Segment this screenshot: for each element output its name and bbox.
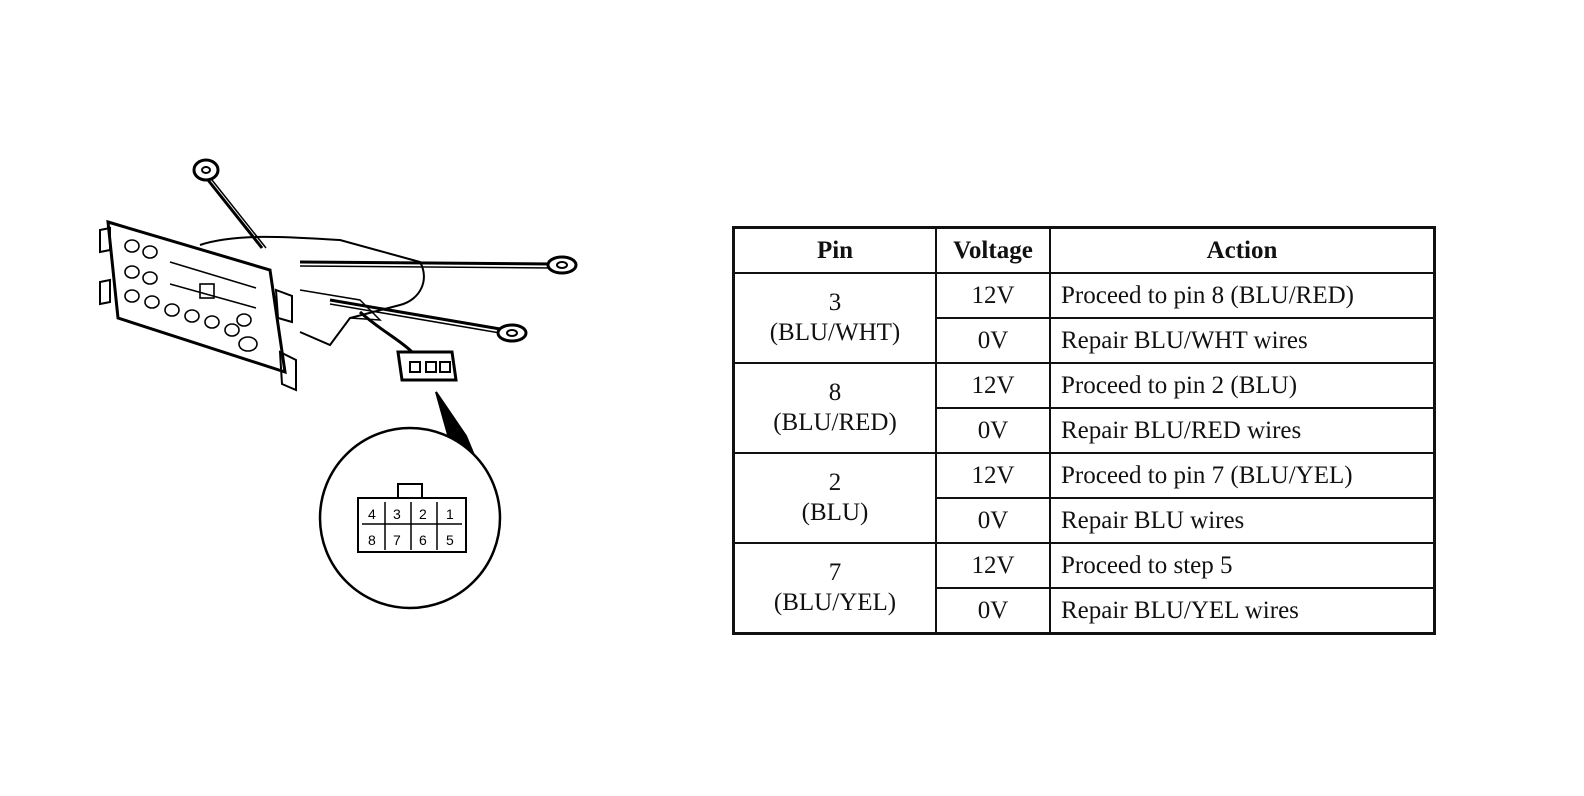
header-action: Action [1049, 226, 1436, 274]
pin-cell: 7 (BLU/YEL) [732, 542, 937, 635]
table-header-row: Pin Voltage Action [732, 226, 1436, 274]
action-cell: Repair BLU/RED wires [1049, 407, 1436, 454]
voltage-cell: 0V [935, 317, 1051, 364]
action-cell: Proceed to step 5 [1049, 542, 1436, 589]
pin-wire-color: (BLU) [801, 499, 869, 526]
voltage-cell: 12V [935, 362, 1051, 409]
table-row: 0V Repair BLU/WHT wires [734, 317, 1436, 364]
pin-wire-color: (BLU/WHT) [769, 319, 901, 346]
pin-cell: 2 (BLU) [732, 452, 937, 544]
header-pin: Pin [732, 226, 937, 274]
voltage-cell: 0V [935, 497, 1051, 544]
table-row: 0V Repair BLU wires [734, 497, 1436, 544]
diagnostic-table: Pin Voltage Action 3 (BLU/WHT) 12V Proce… [732, 226, 1436, 635]
control-unit-illustration: 4 3 2 1 8 7 6 5 [99, 158, 578, 610]
pin-number: 7 [828, 559, 842, 586]
action-cell: Proceed to pin 8 (BLU/RED) [1049, 272, 1436, 319]
pin-label-2: 2 [419, 506, 427, 522]
pin-label-5: 5 [446, 532, 454, 548]
table-row: 3 (BLU/WHT) 12V Proceed to pin 8 (BLU/RE… [732, 272, 1436, 364]
control-panel-assembly [99, 158, 578, 392]
pin-label-8: 8 [368, 532, 376, 548]
pin-number: 8 [828, 379, 842, 406]
pin-cell: 3 (BLU/WHT) [732, 272, 937, 364]
action-cell: Proceed to pin 7 (BLU/YEL) [1049, 452, 1436, 499]
action-cell: Proceed to pin 2 (BLU) [1049, 362, 1436, 409]
pin-number: 3 [828, 289, 842, 316]
pin-wire-color: (BLU/YEL) [773, 589, 897, 616]
pin-label-4: 4 [368, 506, 376, 522]
header-voltage: Voltage [935, 226, 1051, 274]
voltage-cell: 12V [935, 272, 1051, 319]
action-cell: Repair BLU/YEL wires [1049, 587, 1436, 635]
action-cell: Repair BLU wires [1049, 497, 1436, 544]
pin-wire-color: (BLU/RED) [773, 409, 897, 436]
pin-cell: 8 (BLU/RED) [732, 362, 937, 454]
pin-label-1: 1 [446, 506, 454, 522]
voltage-cell: 12V [935, 542, 1051, 589]
pin-label-6: 6 [419, 532, 427, 548]
action-cell: Repair BLU/WHT wires [1049, 317, 1436, 364]
table-row: 0V Repair BLU/RED wires [734, 407, 1436, 454]
voltage-cell: 12V [935, 452, 1051, 499]
table-row: 2 (BLU) 12V Proceed to pin 7 (BLU/YEL) [732, 452, 1436, 544]
pin-number: 2 [828, 469, 842, 496]
voltage-cell: 0V [935, 587, 1051, 635]
table-row: 7 (BLU/YEL) 12V Proceed to step 5 [732, 542, 1436, 635]
connector-pinout [357, 483, 467, 553]
table-row: 0V Repair BLU/YEL wires [734, 587, 1436, 635]
voltage-cell: 0V [935, 407, 1051, 454]
pin-label-7: 7 [393, 532, 401, 548]
pin-label-3: 3 [393, 506, 401, 522]
table-row: 8 (BLU/RED) 12V Proceed to pin 2 (BLU) [732, 362, 1436, 454]
